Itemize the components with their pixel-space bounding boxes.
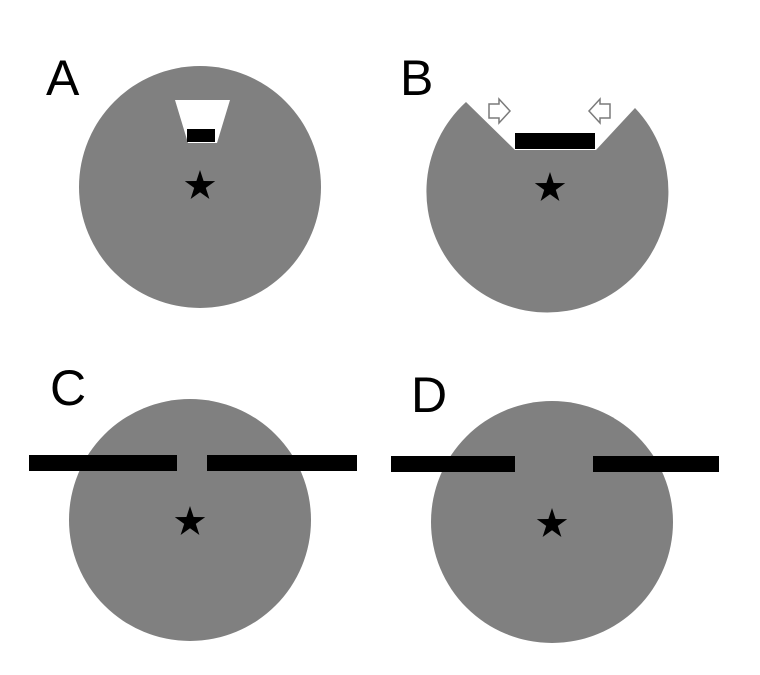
panel-b-label: B [400,50,433,106]
star-icon [534,172,566,201]
arrow-left-icon [587,97,611,125]
panel-d: D [391,367,719,643]
arrow-icon [488,97,512,125]
arrow-right-icon [488,97,512,125]
panel-a-barrier [187,129,215,142]
panel-b-barrier [515,133,595,149]
panel-c-label: C [50,360,86,416]
panel-a: A [46,50,321,308]
panel-c-barrier-right [207,455,357,471]
panel-d-wedge [492,403,614,470]
panel-b-disc [426,102,669,313]
arrow-icon [587,97,611,125]
panel-d-barrier-right [593,456,719,472]
panel-d-label: D [411,367,447,423]
panel-c-bulge [137,403,247,513]
panel-c: C [29,360,357,641]
panel-d-barrier-left [391,456,515,472]
panel-b: B [400,50,669,313]
star-icon [184,170,216,199]
panel-c-barrier-left [29,455,177,471]
panel-a-label: A [46,50,80,106]
star-icon [174,506,206,535]
star-icon [536,508,568,537]
